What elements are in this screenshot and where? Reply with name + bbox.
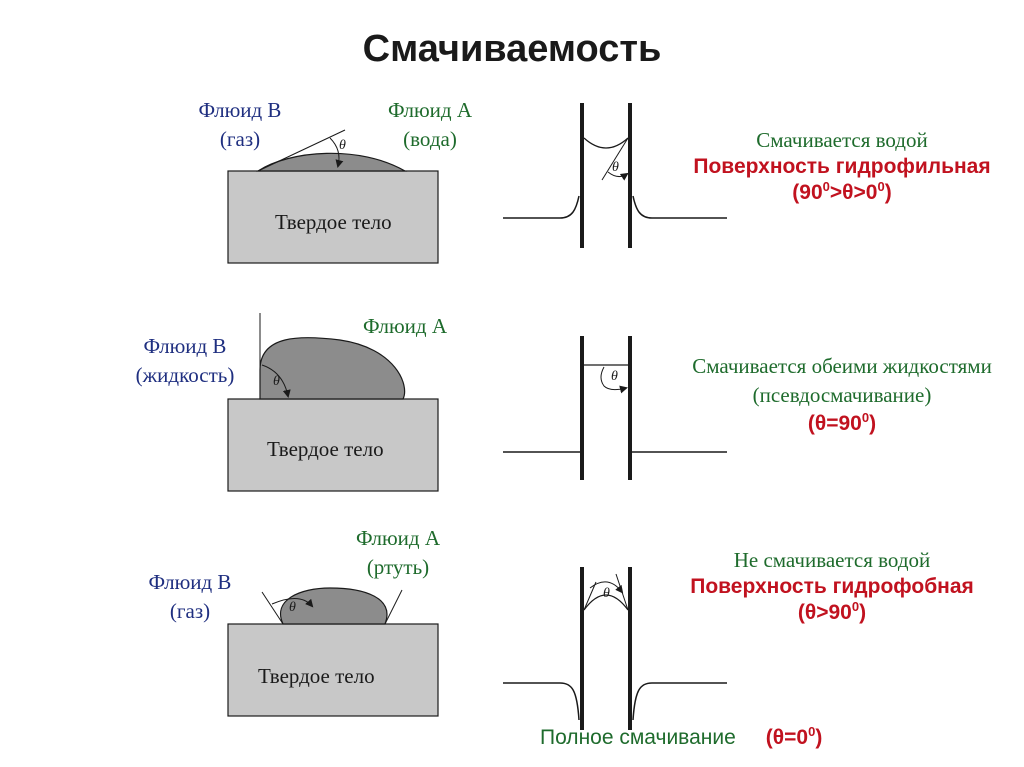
angle-arc-3 [271,598,314,608]
tangent-line-3b [384,589,403,625]
capillary-theta-label-2: θ [611,369,618,384]
meniscus-right-1 [632,195,727,219]
capillary-tangent-3 [583,581,597,611]
description-1: Смачивается водой Поверхность гидрофильн… [660,128,1024,205]
condition-2: (θ=900) [807,410,877,435]
solid-label-3: Твердое тело [258,664,375,688]
theta-label-1: θ [339,138,346,153]
tangent-line-1 [257,129,346,172]
fluid-b-label-2: Флюид B (жидкость) [135,334,235,387]
footer-row: Полное смачивание (θ=00) [540,724,823,750]
capillary-arc-3 [589,581,624,594]
capillary-arc-2 [600,366,628,394]
fluid-a-label-2: Флюид A [362,314,448,338]
footer-label: Полное смачивание [540,726,736,749]
description-3: Не смачивается водой Поверхность гидрофо… [650,548,1014,625]
droplet-2 [259,337,406,400]
capillary-meniscus-3 [583,594,629,611]
theta-label-3: θ [289,600,296,615]
capillary-arc-1 [607,171,629,181]
theta-label-2: θ [273,374,280,389]
page-title: Смачиваемость [362,28,662,70]
condition-1: (900>θ>00) [792,179,892,204]
fluid-b-label-1: Флюид B (газ) [198,98,282,151]
fluid-a-label-3: Флюид A (ртуть) [355,526,441,579]
angle-arc-2 [261,364,291,398]
condition-3: (θ>900) [797,599,867,624]
droplet-3 [280,587,388,625]
angle-arc-1 [329,137,344,168]
meniscus-left-1 [503,195,580,219]
fluid-a-label-1: Флюид A (вода) [387,98,473,151]
solid-block-1 [227,170,439,264]
capillary-meniscus-1 [583,137,629,149]
tangent-line-3 [261,591,284,625]
capillary-theta-label-1: θ [612,160,619,175]
footer-condition: (θ=00) [765,724,823,749]
meniscus-left-3 [503,682,580,721]
meniscus-right-3 [632,682,727,721]
fluid-b-label-3: Флюид B (газ) [148,570,232,623]
droplet-1 [255,152,408,172]
capillary-tangent-1 [601,137,629,181]
solid-label-1: Твердое тело [275,210,392,234]
capillary-theta-label-3: θ [603,586,610,601]
solid-label-2: Твердое тело [267,437,384,461]
description-2: Смачивается обеими жидкостями (псевдосма… [660,354,1024,436]
